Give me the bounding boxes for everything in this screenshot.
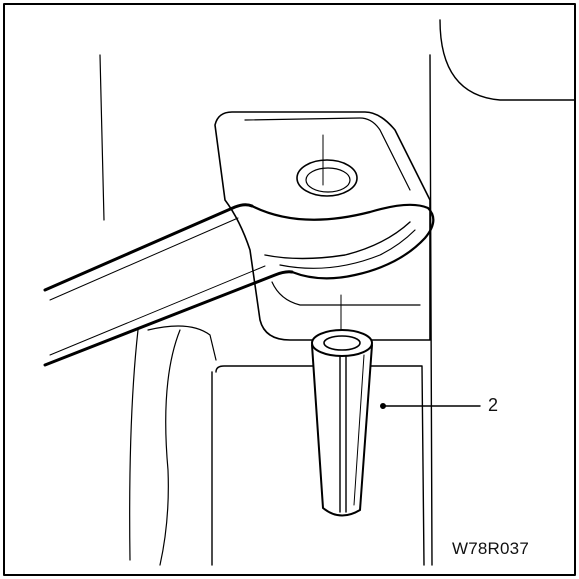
hinge-hole-inner xyxy=(305,167,351,193)
hinge-pin-body xyxy=(311,344,373,517)
left-frame-edge xyxy=(99,54,105,221)
hinge-pin-top xyxy=(311,329,373,357)
hinge-pin-edge-right xyxy=(353,354,365,506)
diagram-border xyxy=(3,3,576,576)
hinge-bracket-inner xyxy=(244,117,411,191)
wrench-handle-lower xyxy=(43,270,294,367)
wrench-jaw-inner xyxy=(264,221,411,260)
hinge-hole-outer xyxy=(296,159,358,197)
wrench-head xyxy=(250,203,435,280)
wrench-jaw-lip xyxy=(279,229,416,269)
wrench-handle-mid-upper xyxy=(49,217,239,301)
right-panel-edge xyxy=(429,54,433,566)
hinge-pin xyxy=(311,329,373,517)
figure-code: W78R037 xyxy=(452,539,529,558)
top-right-curve xyxy=(439,19,576,101)
hinge-pin-bore xyxy=(323,335,361,351)
callout-label-item-2: 2 xyxy=(488,395,499,415)
inner-frame-curve xyxy=(159,329,181,566)
wrench-handle-upper xyxy=(43,203,254,292)
hinge-body-lower xyxy=(271,281,421,306)
door-panel-outline xyxy=(215,365,425,566)
wrench-handle-mid-lower xyxy=(49,265,266,356)
hinge-body-left xyxy=(147,325,217,361)
hinge-bracket-plate xyxy=(214,111,431,341)
left-frame-edge-lower xyxy=(129,329,139,561)
